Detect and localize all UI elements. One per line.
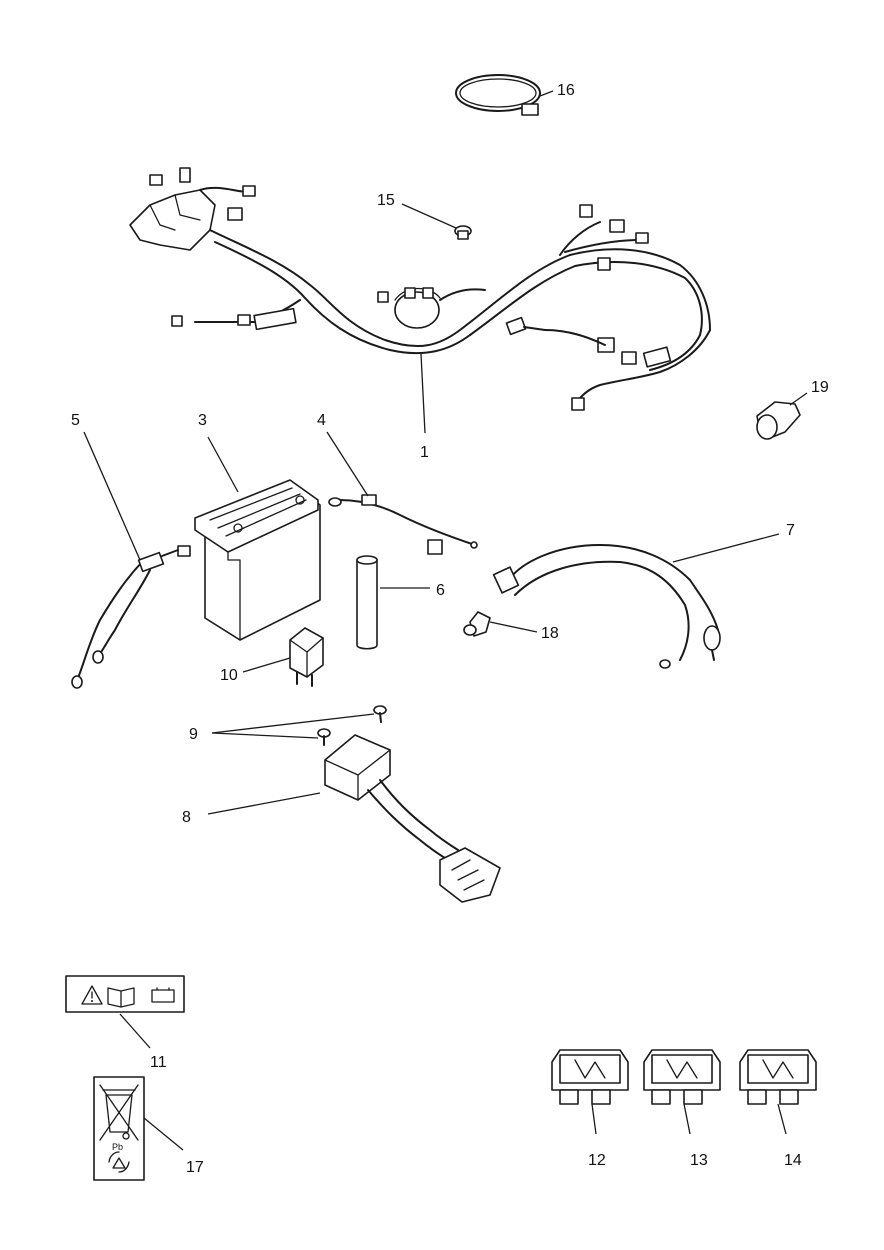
- part-15-grommet: [401, 203, 472, 240]
- part-17-recycle-label: Pb: [93, 1076, 184, 1181]
- callout-19: 19: [811, 379, 829, 396]
- part-9-screws: [211, 705, 387, 746]
- part-7-sub-harness: [492, 533, 780, 669]
- part-12-fuse: [551, 1049, 629, 1135]
- callout-15: 15: [377, 192, 395, 209]
- callout-12: 12: [588, 1152, 606, 1169]
- part-4-battery-lead: [326, 431, 478, 555]
- callout-9: 9: [189, 726, 198, 743]
- part-3-battery: [194, 436, 321, 641]
- warning-icon: [81, 985, 103, 1005]
- part-10-relay: [242, 627, 324, 687]
- battery-icon: [151, 987, 175, 1003]
- manual-book-icon: [107, 987, 135, 1008]
- callout-numbers: 16 15 1 19 5 3 4 7 6 18 10 9 8 11 17 12 …: [71, 82, 829, 1176]
- callout-3: 3: [198, 412, 207, 429]
- callout-16: 16: [557, 82, 575, 99]
- callout-10: 10: [220, 667, 238, 684]
- callout-17: 17: [186, 1159, 204, 1176]
- part-14-fuse: [739, 1049, 817, 1135]
- part-13-fuse: [643, 1049, 721, 1135]
- recycle-icon: [108, 1151, 130, 1173]
- part-5-earth-lead: [71, 431, 191, 689]
- part-16-cable-tie: [455, 74, 554, 116]
- crossed-bin-icon: [99, 1084, 139, 1141]
- callout-13: 13: [690, 1152, 708, 1169]
- part-6-tube: [356, 555, 430, 650]
- part-18-bulb-holder: [463, 611, 538, 637]
- callout-1: 1: [420, 444, 429, 461]
- callout-7: 7: [786, 522, 795, 539]
- callout-4: 4: [317, 412, 326, 429]
- part-11-warning-label: [65, 975, 185, 1049]
- callout-14: 14: [784, 1152, 802, 1169]
- callout-11: 11: [150, 1054, 167, 1071]
- part-19-terminal-cover: [756, 392, 808, 440]
- callout-6: 6: [436, 582, 445, 599]
- callout-18: 18: [541, 625, 559, 642]
- part-8-regulator: [207, 734, 501, 903]
- part-1-main-harness: [129, 167, 711, 434]
- callout-5: 5: [71, 412, 80, 429]
- callout-8: 8: [182, 809, 191, 826]
- recycle-text: Pb: [112, 1142, 123, 1152]
